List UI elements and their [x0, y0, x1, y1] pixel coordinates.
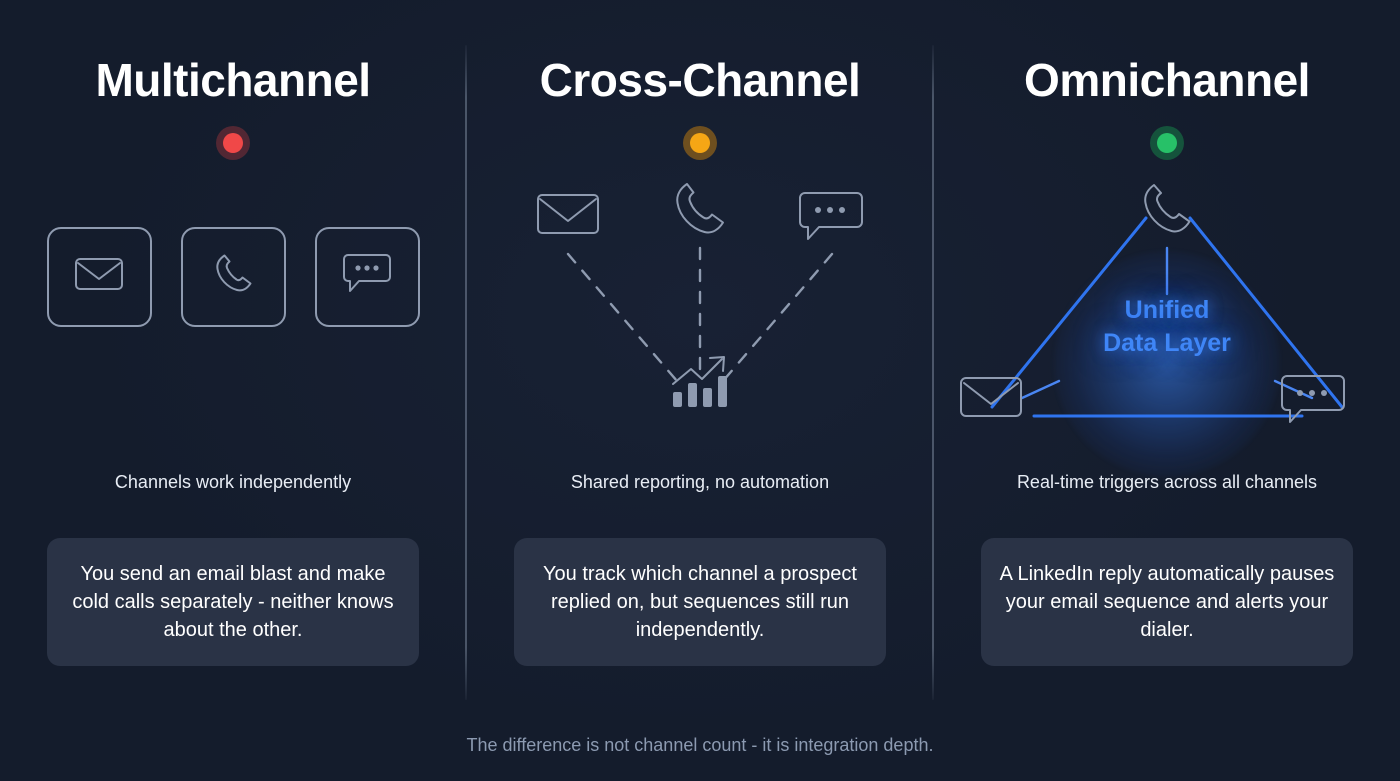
chat-icon: [1279, 372, 1347, 433]
status-dot-core: [690, 132, 710, 153]
status-dot-omnichannel: [1150, 125, 1184, 160]
multichannel-diagram: [0, 176, 466, 466]
channel-box-email: [46, 226, 152, 327]
example-card-omnichannel: A LinkedIn reply automatically pauses yo…: [981, 537, 1353, 666]
column-title: Multichannel: [95, 54, 371, 106]
status-dot-cross-channel: [683, 125, 717, 160]
mail-icon: [958, 372, 1024, 427]
mail-icon: [73, 254, 125, 299]
example-card-text: You send an email blast and make cold ca…: [72, 562, 394, 641]
column-caption: Real-time triggers across all channels: [1016, 471, 1318, 492]
phone-icon: [666, 179, 734, 246]
column-omnichannel: Omnichannel: [934, 0, 1400, 720]
example-card-text: You track which channel a prospect repli…: [543, 562, 857, 641]
channel-box-phone: [180, 226, 286, 327]
omnichannel-diagram: Unified Data Layer: [934, 176, 1400, 477]
mail-icon: [535, 189, 601, 244]
column-title: Omnichannel: [1024, 54, 1310, 106]
example-card-cross-channel: You track which channel a prospect repli…: [514, 537, 886, 666]
channel-box-chat: [314, 226, 420, 327]
status-dot-core: [1157, 132, 1177, 153]
unified-triangle: Unified Data Layer: [934, 176, 1400, 477]
column-caption: Channels work independently: [114, 471, 352, 492]
chat-icon: [797, 189, 865, 250]
status-dot-core: [223, 132, 243, 153]
phone-icon: [1134, 180, 1200, 245]
column-divider-1: [465, 45, 467, 700]
unified-data-layer-label: Unified Data Layer: [934, 294, 1400, 362]
column-divider-2: [932, 45, 934, 700]
chat-icon: [341, 251, 393, 302]
status-dot-multichannel: [216, 125, 250, 160]
dashed-connector-lines: [566, 246, 834, 382]
column-multichannel: Multichannel: [0, 0, 466, 720]
unified-data-layer-line1: Unified: [1124, 295, 1210, 324]
channel-fan: [467, 176, 933, 466]
isolated-channel-boxes: [0, 226, 466, 327]
column-title: Cross-Channel: [539, 54, 861, 106]
phone-icon: [210, 250, 256, 303]
bar-chart-trend-icon: [667, 349, 733, 416]
example-card-text: A LinkedIn reply automatically pauses yo…: [999, 562, 1335, 641]
unified-data-layer-line2: Data Layer: [1103, 329, 1231, 358]
footer-note: The difference is not channel count - it…: [466, 735, 934, 755]
example-card-multichannel: You send an email blast and make cold ca…: [47, 537, 419, 666]
cross-channel-diagram: [467, 176, 933, 466]
column-caption: Shared reporting, no automation: [570, 471, 830, 492]
column-cross-channel: Cross-Channel: [467, 0, 933, 720]
